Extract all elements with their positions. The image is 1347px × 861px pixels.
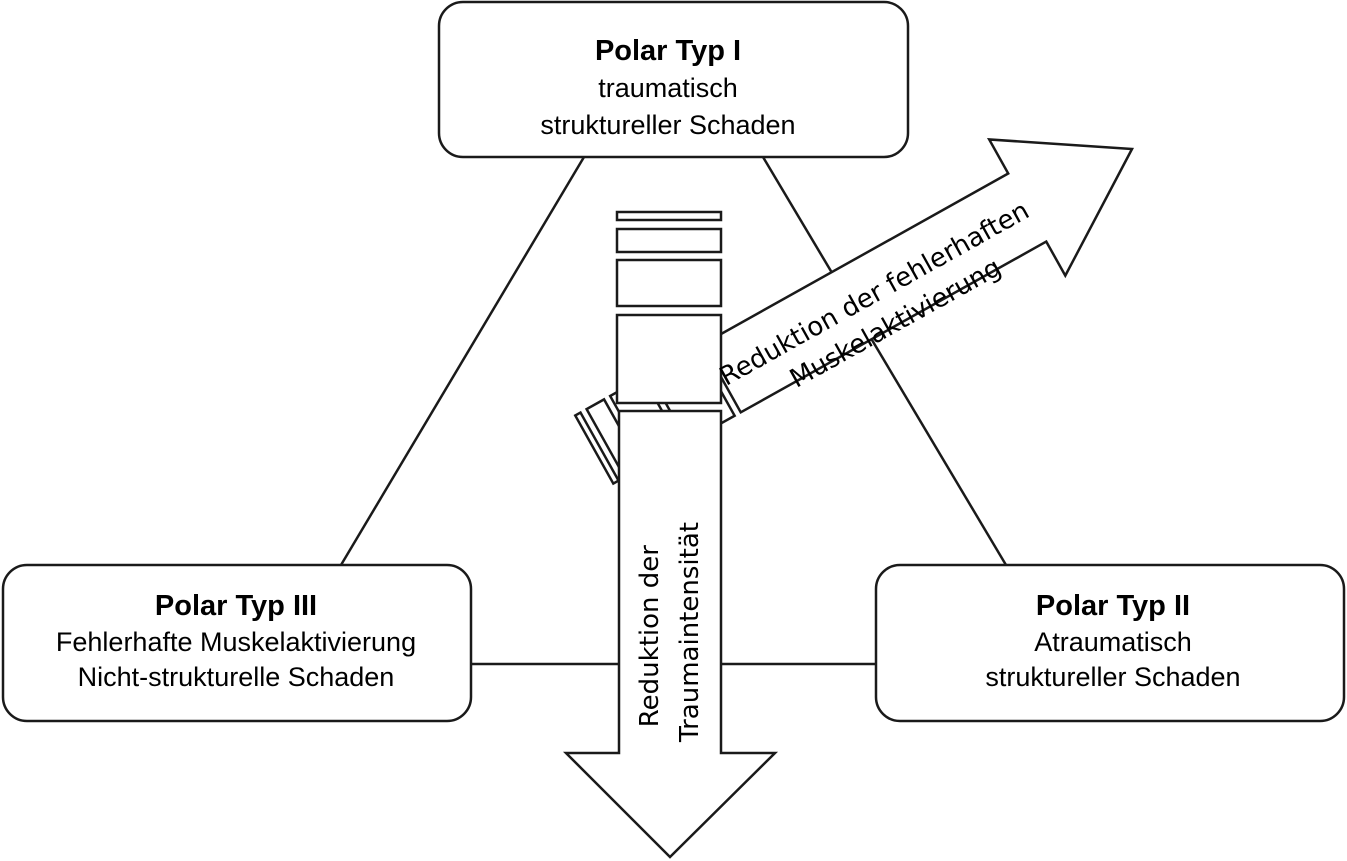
node-polar-typ-1-line2: struktureller Schaden — [540, 110, 795, 140]
vertical-arrow-shape — [562, 409, 779, 859]
edge-typ1-typ2 — [761, 156, 1008, 566]
vertical-arrow-label-line1: Reduktion der — [635, 545, 665, 728]
node-polar-typ-2-title: Polar Typ II — [1036, 590, 1190, 622]
diagonal-arrow-segment-4 — [573, 410, 621, 486]
node-polar-typ-2-box — [874, 563, 1346, 723]
node-polar-typ-3-title: Polar Typ III — [155, 590, 317, 622]
node-polar-typ-1-title: Polar Typ I — [595, 35, 741, 67]
edge-typ1-typ3 — [339, 156, 586, 566]
node-polar-typ-3-box — [1, 563, 473, 723]
node-polar-typ-2-line1: Atraumatisch — [1034, 627, 1192, 657]
node-polar-typ-3-line2: Nicht-strukturelle Schaden — [78, 662, 395, 692]
node-polar-typ-1-line1: traumatisch — [598, 73, 738, 103]
node-polar-typ-1: Polar Typ I traumatisch struktureller Sc… — [437, 0, 910, 159]
vertical-arrow — [562, 210, 779, 859]
vertical-arrow-label: Reduktion der Traumaintensität — [635, 522, 705, 743]
diagonal-arrow-label-line1: Reduktion der fehlerhaften — [715, 196, 1035, 393]
vertical-arrow-segment-1 — [615, 313, 723, 405]
node-polar-typ-1-box — [437, 0, 910, 159]
vertical-arrow-segment-2 — [615, 258, 723, 308]
node-polar-typ-2: Polar Typ II Atraumatisch struktureller … — [874, 563, 1346, 723]
node-polar-typ-3: Polar Typ III Fehlerhafte Muskelaktivier… — [1, 563, 473, 723]
vertical-arrow-segment-4 — [615, 210, 723, 222]
node-polar-typ-2-line2: struktureller Schaden — [985, 662, 1240, 692]
vertical-arrow-label-line2: Traumaintensität — [675, 522, 705, 743]
vertical-arrow-segment-3 — [615, 227, 723, 254]
node-polar-typ-3-line1: Fehlerhafte Muskelaktivierung — [56, 627, 416, 657]
